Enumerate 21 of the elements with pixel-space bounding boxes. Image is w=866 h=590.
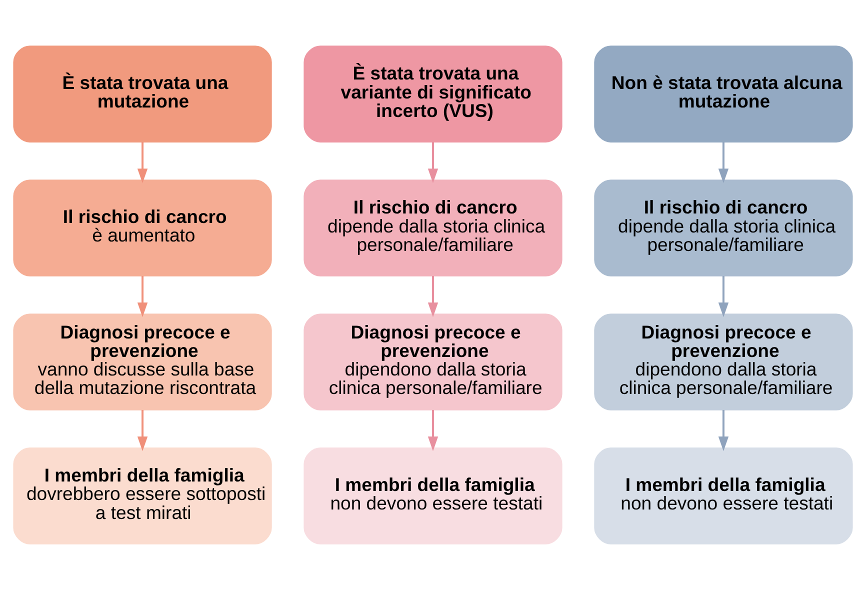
arrow <box>137 142 148 184</box>
node-box: Il rischio di cancro è aumentato <box>13 180 272 276</box>
node-box: I membri della famiglia non devono essere testati <box>304 448 562 544</box>
node-box: Diagnosi precoce e prevenzione vanno discusse sulla base della mutazione riscontrata <box>13 314 272 410</box>
node-box: Il rischio di cancro dipende dalla storia clinica personale/familiare <box>594 180 853 276</box>
node-box: Non è stata trovata alcuna mutazione <box>594 46 853 142</box>
node-box: Il rischio di cancro dipende dalla storia clinica personale/familiare <box>304 180 562 276</box>
arrow <box>718 410 729 452</box>
arrow <box>718 276 729 318</box>
node-box: Diagnosi precoce e prevenzione dipendono dalla storia clinica personale/familiare <box>594 314 853 410</box>
arrow <box>137 410 148 452</box>
node-box: È stata trovata una mutazione <box>13 46 272 142</box>
node-box: Diagnosi precoce e prevenzione dipendono dalla storia clinica personale/familiare <box>304 314 562 410</box>
node-box: I membri della famiglia dovrebbero essere sottoposti a test mirati <box>13 448 272 544</box>
arrow <box>428 142 438 184</box>
arrow <box>428 276 438 318</box>
arrow <box>137 276 148 318</box>
node-box: È stata trovata una variante di significato incerto (VUS) <box>304 46 562 142</box>
arrow <box>428 410 438 452</box>
arrow <box>718 142 729 184</box>
node-box: I membri della famiglia non devono essere testati <box>594 448 853 544</box>
